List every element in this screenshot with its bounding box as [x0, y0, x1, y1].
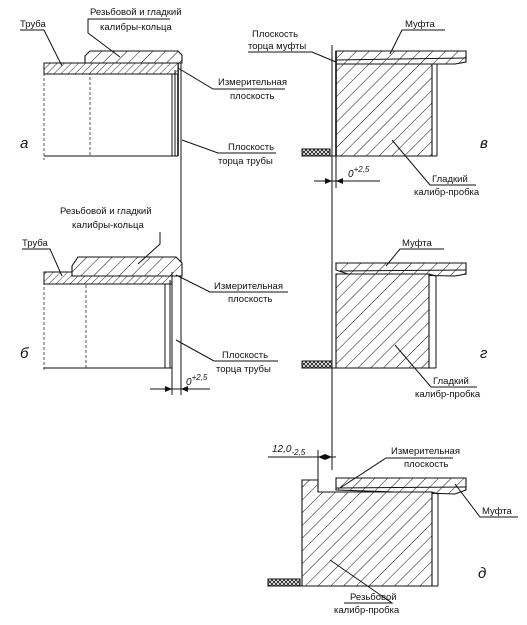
measuring-plane-leader — [175, 274, 288, 293]
measuring-plane-leader — [177, 67, 285, 90]
pipe-end-plane-label-2: торца трубы — [218, 156, 273, 167]
coupling-label: Муфта — [402, 238, 433, 249]
dimension-value: 12,0-2,5 — [272, 444, 306, 457]
coupling-end-plane-leader — [248, 51, 337, 63]
coupling-leader — [385, 248, 444, 267]
handle-stub — [301, 360, 333, 369]
coupling-label: Муфта — [405, 19, 436, 30]
panel-letter: б — [20, 345, 29, 362]
measuring-plane-label-2: плоскость — [404, 459, 448, 470]
coupling-thread-line — [335, 57, 467, 61]
plug-gauge-leader — [394, 344, 477, 388]
pipe-end-plane-leader — [175, 339, 278, 362]
panel-b: б Труба Резьбовой и гладкий калибры-коль… — [20, 206, 288, 395]
measuring-plane-label-1: Измерительная — [391, 446, 460, 457]
dimension-arrow-right — [325, 454, 332, 460]
measuring-plane-label-2: плоскость — [230, 91, 274, 102]
pipe-leader — [20, 29, 63, 67]
plug-gauge-leader — [391, 139, 476, 186]
plug-gauge — [335, 63, 433, 157]
gauge-rings-label-1: Резьбовой и гладкий — [90, 7, 182, 18]
gauge-rings-label-1: Резьбовой и гладкий — [60, 206, 152, 217]
panel-g: г Муфта Гладкий калибр-пробка — [301, 238, 488, 400]
plug-gauge-label-2: калибр-пробка — [415, 389, 481, 400]
panel-d: д 12,0-2,5 Измерительная плоскость Муфта… — [267, 444, 518, 616]
plug-inner-line — [428, 273, 437, 277]
plug-inner-line — [431, 491, 439, 495]
dimension-arrow-left — [165, 386, 172, 392]
coupling-wall — [335, 50, 467, 65]
ring-gauge — [84, 50, 183, 64]
dimension-arrow-left — [325, 178, 332, 184]
coupling-leader — [389, 29, 445, 55]
coupling-thread-line — [335, 486, 467, 489]
measuring-plane-label-1: Измерительная — [218, 77, 287, 88]
coupling-end-plane-label-1: Плоскость — [252, 29, 298, 40]
gauge-rings-leader — [87, 18, 170, 58]
plug-gauge-label-2: калибр-пробка — [334, 605, 400, 616]
coupling-thread-line — [339, 269, 467, 272]
pipe-end-plane-leader — [181, 139, 276, 154]
plug-gauge — [335, 273, 430, 369]
coupling-end-plane-label-2: торца муфты — [248, 41, 306, 52]
pipe-end-plane-label-1: Плоскость — [222, 350, 268, 361]
gauge-rings-leader — [137, 232, 161, 265]
gauge-rings-label-2: калибры-кольца — [72, 220, 144, 231]
measuring-plane-label-1: Измерительная — [214, 281, 283, 292]
coupling-leader — [454, 483, 518, 518]
measuring-plane-leader — [339, 457, 453, 489]
plug-gauge — [301, 479, 433, 587]
dimension-arrow-right — [336, 178, 343, 184]
panel-letter: г — [480, 345, 488, 362]
panel-letter: а — [20, 135, 28, 152]
pipe-end-plane-label-1: Плоскость — [228, 142, 274, 153]
pipe-label: Труба — [22, 238, 49, 249]
dimension-arrow-right — [181, 386, 188, 392]
ring-gauge — [71, 256, 183, 277]
coupling-wall — [335, 262, 467, 277]
pipe-label: Труба — [20, 19, 47, 30]
plug-gauge-label-1: Резьбовой — [350, 592, 397, 603]
plug-gauge-leader — [329, 559, 394, 604]
plug-gauge-label-2: калибр-пробка — [414, 187, 480, 198]
plug-gauge-label-1: Гладкий — [432, 174, 468, 185]
measuring-plane-label-2: плоскость — [228, 294, 272, 305]
panel-letter: в — [480, 135, 488, 152]
handle-stub — [267, 578, 301, 587]
gauge-rings-label-2: калибры-кольца — [100, 22, 172, 33]
tolerance-value: 0+2,5 — [186, 373, 208, 388]
pipe-end-plane-label-2: торца трубы — [216, 364, 271, 375]
pipe-thread-section — [43, 62, 179, 75]
panel-letter: д — [478, 565, 486, 582]
plug-gauge-label-1: Гладкий — [433, 376, 469, 387]
handle-stub — [301, 148, 331, 157]
tolerance-value: 0+2,5 — [348, 165, 370, 180]
coupling-label: Муфта — [482, 506, 513, 517]
panel-v: в Муфта Плоскость торца муфты Гладкий ка… — [248, 19, 488, 198]
dimension-arrow-left — [318, 454, 325, 460]
pipe-leader — [22, 248, 63, 277]
panel-a: а Труба Резьбовой и гладкий калибры-коль… — [20, 7, 287, 167]
